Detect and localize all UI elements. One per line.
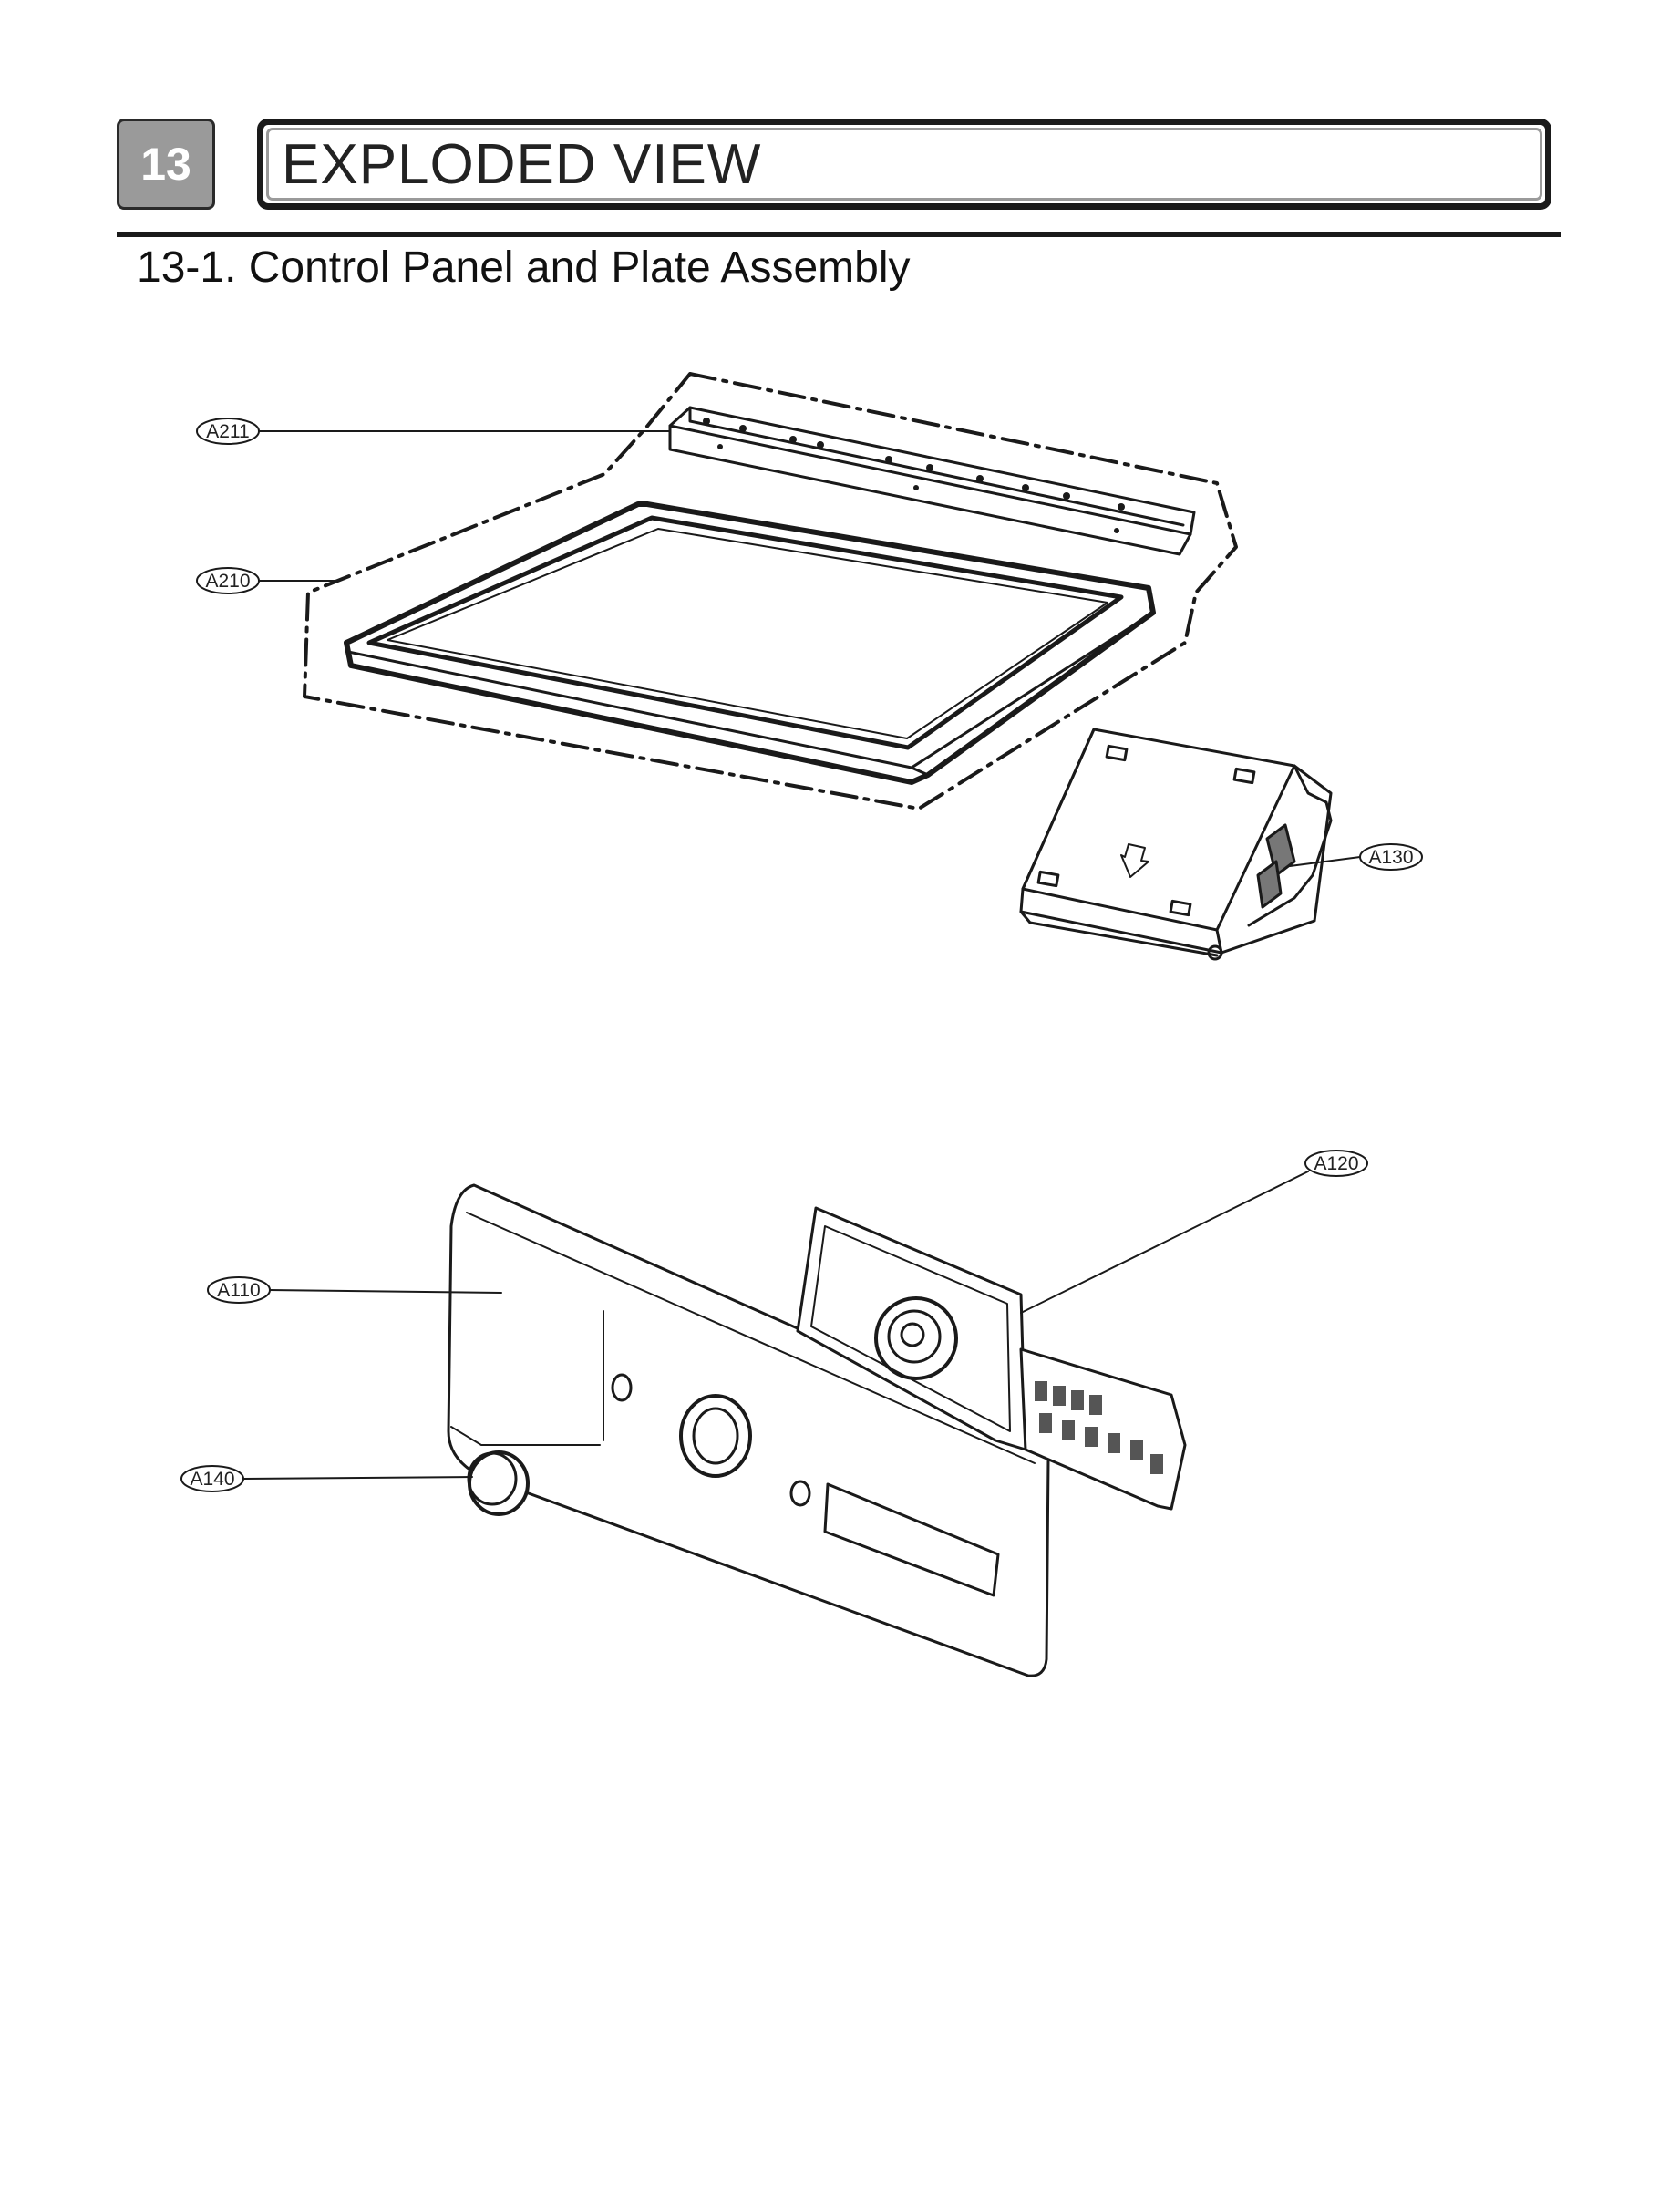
callout-a120: A120 (1304, 1150, 1368, 1177)
section-number-badge: 13 (117, 119, 215, 210)
label-a120: A120 (1314, 1153, 1358, 1174)
label-a140: A140 (190, 1469, 234, 1490)
label-a211: A211 (206, 421, 250, 442)
section-title: EXPLODED VIEW (282, 133, 762, 196)
section-title-box: EXPLODED VIEW (257, 119, 1551, 210)
label-a210: A210 (205, 571, 250, 592)
control-panel-a110 (447, 1183, 1050, 1677)
subsection-title: 13-1. Control Panel and Plate Assembly (137, 243, 911, 292)
callout-a140: A140 (180, 1465, 244, 1492)
header-rule (117, 232, 1561, 237)
leader-lines (242, 430, 1361, 1480)
assembly-group-outline (303, 372, 1238, 810)
frame-plate-a210 (344, 501, 1156, 785)
callout-a110: A110 (207, 1276, 271, 1304)
bracket-strip-a211 (668, 406, 1196, 556)
section-title-inner-border (266, 128, 1542, 201)
pcb-assembly-a120 (796, 1206, 1187, 1511)
callout-a130: A130 (1359, 843, 1423, 871)
callout-a210: A210 (196, 567, 260, 594)
section-number: 13 (140, 139, 191, 190)
control-box-a130 (1019, 728, 1333, 961)
label-a110: A110 (217, 1280, 261, 1301)
callout-a211: A211 (196, 418, 260, 445)
label-a130: A130 (1368, 847, 1413, 868)
knob-a140 (467, 1450, 530, 1516)
